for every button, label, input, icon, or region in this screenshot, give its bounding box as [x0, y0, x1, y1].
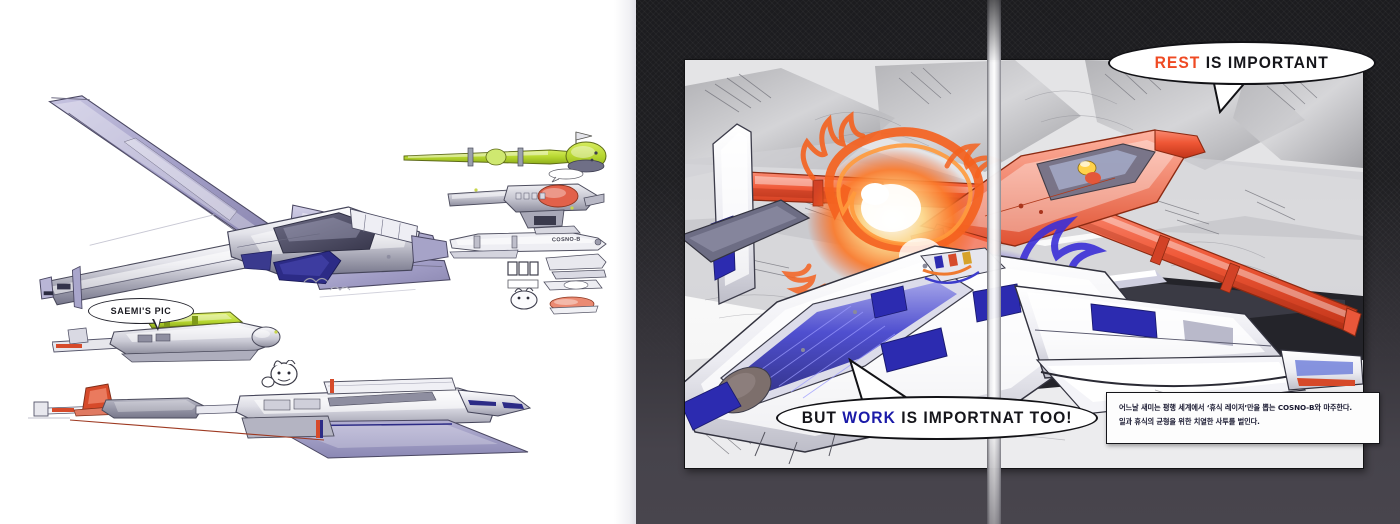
sketch-lime-lance	[403, 131, 607, 173]
rest-accent-word: REST	[1154, 53, 1201, 72]
sketch-cosno-b-sideview	[449, 225, 607, 259]
work-bubble-rest: IS IMPORTNAT TOO!	[895, 408, 1073, 427]
caption-line-1: 어느날 새미는 평행 세계에서 ‘휴식 레이저’만을 뽑는 COSNO-B와 마…	[1119, 403, 1353, 412]
rest-speech-bubble: REST IS IMPORTANT	[1108, 41, 1376, 85]
sketch-label-cosno-b: COSNO-B	[551, 236, 581, 244]
sketch-hero-xwing	[39, 95, 451, 310]
sketch-lime-pod	[52, 311, 281, 363]
sketch-bird-doodles	[303, 277, 351, 291]
work-bubble-text: BUT WORK IS IMPORTNAT TOO!	[802, 408, 1073, 428]
sketch-bottom-sideview	[28, 360, 532, 459]
rest-bubble-text: REST IS IMPORTANT	[1155, 53, 1329, 73]
saemi-pic-bubble: SAEMI'S PIC	[88, 298, 194, 324]
work-accent-word: WORK	[842, 408, 896, 427]
work-speech-bubble: BUT WORK IS IMPORTNAT TOO!	[776, 396, 1098, 440]
sketch-grey-topview	[447, 168, 605, 229]
page-gutter-shading	[987, 0, 1001, 524]
saemi-bubble-tail	[152, 318, 161, 331]
sketch-thumbnail-cluster	[507, 253, 607, 315]
saemi-pic-label: SAEMI'S PIC	[110, 306, 172, 316]
korean-caption-box: 어느날 새미는 평행 세계에서 ‘휴식 레이저’만을 뽑는 COSNO-B와 마…	[1106, 392, 1380, 444]
rest-bubble-rest: IS IMPORTANT	[1200, 53, 1330, 72]
right-illustration-panel: REST IS IMPORTANT BUT WORK IS IMPORTNAT …	[636, 0, 1400, 524]
work-bubble-prefix: BUT	[801, 408, 843, 427]
work-bubble-tail	[848, 357, 920, 408]
left-sketch-panel: COSNO-B	[0, 0, 636, 524]
caption-line-2: 일과 휴식의 균형을 위한 치열한 사투를 벌인다.	[1119, 417, 1260, 427]
